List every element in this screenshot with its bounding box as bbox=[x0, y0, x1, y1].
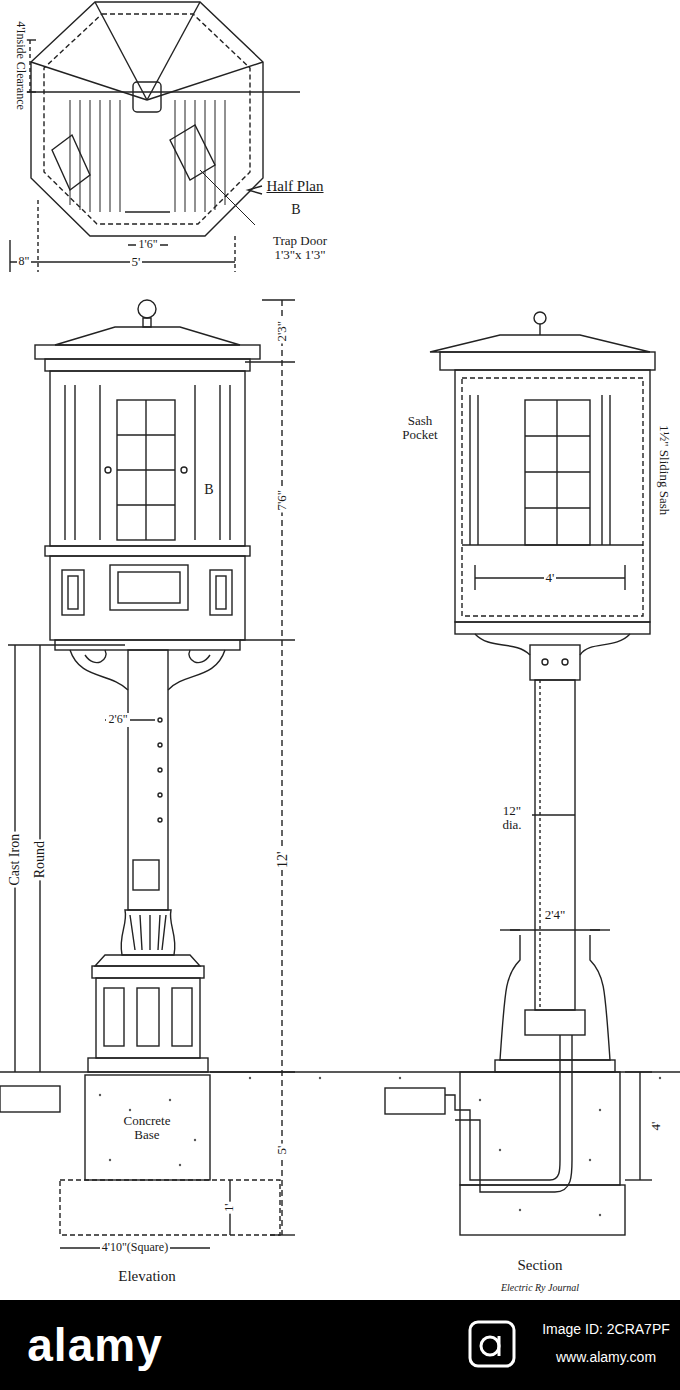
view-title: Half Plan bbox=[264, 178, 325, 195]
watermark-id: Image ID: 2CRA7PF bbox=[540, 1322, 672, 1337]
watermark-logo bbox=[470, 1322, 514, 1366]
dimension-label: 5' bbox=[130, 255, 143, 269]
dimension-label: 7'6" bbox=[275, 488, 289, 513]
trap-door bbox=[170, 125, 215, 180]
dimension-label: 2'3" bbox=[275, 319, 289, 344]
trap-door-hatch bbox=[52, 135, 90, 190]
dimension-label: 4'Inside Clearance bbox=[13, 20, 26, 112]
callout-label: Trap Door 1'3"x 1'3" bbox=[258, 234, 342, 263]
dimension-label: 4' bbox=[544, 571, 557, 585]
view-title: Section bbox=[516, 1257, 565, 1274]
view-title: Elevation bbox=[116, 1268, 177, 1285]
plan-inner-outline bbox=[44, 14, 250, 224]
section-mark: B bbox=[202, 482, 215, 497]
dimension-label: 4' bbox=[649, 1120, 663, 1133]
material-label: Round bbox=[32, 839, 47, 880]
dimension-label: 8" bbox=[17, 255, 32, 268]
dimension-label: 1'6" bbox=[136, 238, 159, 251]
dimension-label: 12" dia. bbox=[492, 804, 532, 833]
callout-label: Sash Pocket bbox=[393, 414, 447, 443]
dimension-label: 1' bbox=[223, 1202, 236, 1214]
callout-label: 1½" Sliding Sash bbox=[657, 423, 671, 517]
watermark-logo-text: alamy bbox=[25, 1320, 164, 1371]
watermark-url: www.alamy.com bbox=[554, 1350, 658, 1365]
source-credit: Electric Ry Journal bbox=[499, 1282, 581, 1293]
dimension-label: 5' bbox=[275, 1144, 289, 1157]
watermark-bar bbox=[0, 1300, 680, 1390]
dimension-label: 12' bbox=[274, 850, 289, 871]
material-label: Cast Iron bbox=[7, 832, 22, 888]
dimension-label: 2'6" bbox=[106, 713, 129, 726]
dimension-label: 4'10"(Square) bbox=[100, 1241, 170, 1254]
dimension-label: 2'4" bbox=[543, 908, 568, 922]
part-label: Concrete Base bbox=[110, 1114, 184, 1143]
section-mark: B bbox=[289, 202, 302, 217]
plan-outline bbox=[31, 2, 263, 236]
